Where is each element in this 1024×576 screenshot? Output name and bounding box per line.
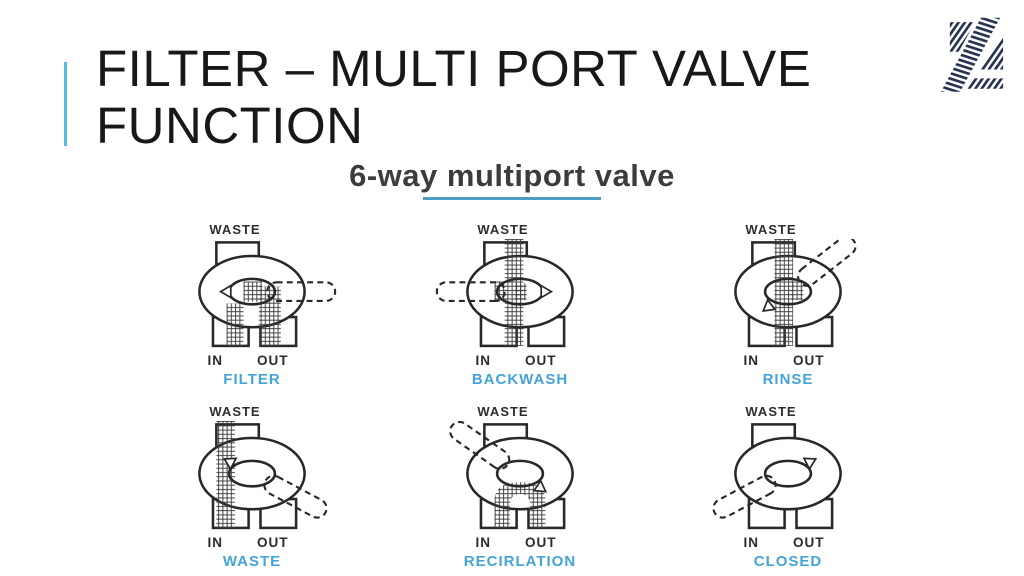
out-label: OUT xyxy=(257,353,289,368)
out-label: OUT xyxy=(525,535,557,550)
diagram-header: 6-way multiport valve xyxy=(0,158,1024,200)
valve-position-waste: WASTE IN OUT WASTE xyxy=(152,404,352,570)
waste-port-label: WASTE xyxy=(477,404,529,419)
function-label: RECIRLATION xyxy=(463,553,577,570)
rotor xyxy=(763,277,813,306)
diagram-title: 6-way multiport valve xyxy=(349,158,675,193)
in-label: IN xyxy=(743,353,759,368)
waste-port-label: WASTE xyxy=(477,222,529,237)
valve-position-closed: WASTE IN OUT CLOSED xyxy=(688,404,888,570)
page-title: FILTER – MULTI PORT VALVE FUNCTION xyxy=(96,40,812,155)
waste-port-label: WASTE xyxy=(745,404,797,419)
out-label: OUT xyxy=(257,535,289,550)
io-labels: IN OUT xyxy=(148,353,348,368)
title-accent-bar xyxy=(64,62,67,146)
rotor xyxy=(227,459,277,488)
function-label: CLOSED xyxy=(753,553,823,570)
flow-path-hatch xyxy=(494,482,546,528)
valve-body xyxy=(466,436,574,511)
in-label: IN xyxy=(475,535,491,550)
in-label: IN xyxy=(743,535,759,550)
in-label: IN xyxy=(207,353,223,368)
valve-diagram-waste xyxy=(198,421,328,530)
valve-diagram-closed xyxy=(712,423,842,530)
valve-diagram-recirlation xyxy=(449,421,574,530)
function-label: WASTE xyxy=(222,553,282,570)
out-label: OUT xyxy=(525,353,557,368)
logo-top-left-piece xyxy=(949,22,975,52)
in-label: IN xyxy=(475,353,491,368)
handle-lower-right xyxy=(222,457,328,519)
handle-right xyxy=(218,281,337,302)
flow-path-hatch xyxy=(774,239,804,346)
io-labels: IN OUT xyxy=(684,353,884,368)
handle-lower-left xyxy=(712,457,818,519)
waste-port-label: WASTE xyxy=(209,222,261,237)
valve-diagram-filter xyxy=(198,241,337,348)
out-label: OUT xyxy=(793,353,825,368)
function-label: RINSE xyxy=(762,371,814,388)
valve-position-filter: WASTE IN OUT F xyxy=(152,222,352,388)
valve-diagram-rinse xyxy=(734,239,857,348)
valve-body xyxy=(198,436,306,511)
function-label: BACKWASH xyxy=(471,371,569,388)
io-labels: IN OUT xyxy=(416,353,616,368)
function-label: FILTER xyxy=(223,371,281,388)
logo-bottom-bar xyxy=(967,78,1004,89)
handle-upper-left xyxy=(449,421,548,493)
in-label: IN xyxy=(207,535,223,550)
valve-position-backwash: WASTE IN OUT B xyxy=(420,222,620,388)
valve-position-recirlation: WASTE IN OUT RECIRLATION xyxy=(420,404,620,570)
rotor xyxy=(763,459,813,488)
waste-port-label: WASTE xyxy=(745,222,797,237)
io-labels: IN OUT xyxy=(148,535,348,550)
waste-port-label: WASTE xyxy=(209,404,261,419)
handle-upper-right xyxy=(761,239,857,312)
valve-position-rinse: WASTE IN OUT RINSE xyxy=(688,222,888,388)
logo-diagonal-band xyxy=(940,17,1001,92)
rotor xyxy=(495,459,545,488)
valve-grid: WASTE IN OUT F xyxy=(152,222,888,570)
flow-path-hatch xyxy=(494,239,527,346)
valve-body xyxy=(734,436,842,511)
io-labels: IN OUT xyxy=(684,535,884,550)
flow-path-hatch xyxy=(216,421,236,528)
io-labels: IN OUT xyxy=(416,535,616,550)
company-logo-icon xyxy=(940,17,1004,92)
valve-diagram-backwash xyxy=(435,239,574,348)
handle-left xyxy=(435,281,554,302)
out-label: OUT xyxy=(793,535,825,550)
diagram-title-underline xyxy=(423,197,601,200)
